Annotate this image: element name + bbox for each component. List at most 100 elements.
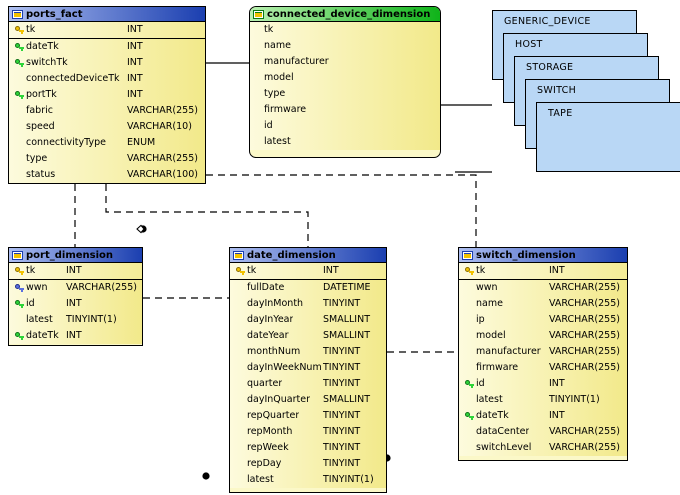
- field-row[interactable]: name: [250, 38, 440, 54]
- device-type-box[interactable]: TAPE: [536, 102, 680, 172]
- field-row[interactable]: firmware: [250, 102, 440, 118]
- no-key-spacer: [253, 74, 262, 83]
- device-type-label: STORAGE: [526, 62, 574, 73]
- entity-header[interactable]: connected_device_dimension: [250, 7, 440, 22]
- no-key-spacer: [236, 316, 245, 325]
- field-key-cell: [462, 316, 476, 325]
- field-name: dayInWeekNum: [247, 362, 322, 373]
- primary-key-icon: [14, 266, 24, 276]
- field-row[interactable]: latest: [250, 134, 440, 150]
- entity-title: ports_fact: [26, 8, 83, 20]
- field-name: wwn: [476, 282, 498, 293]
- field-type: INT: [127, 89, 143, 100]
- no-key-spacer: [236, 364, 245, 373]
- field-key-cell: [462, 266, 476, 276]
- field-name: type: [26, 153, 48, 164]
- field-type: INT: [66, 298, 82, 309]
- relationship-line[interactable]: [105, 184, 309, 247]
- field-type: SMALLINT: [323, 394, 371, 405]
- entity-header[interactable]: date_dimension: [230, 248, 386, 263]
- entity-title: date_dimension: [247, 249, 336, 261]
- table-icon: [233, 250, 244, 260]
- device-type-label: HOST: [515, 39, 543, 50]
- field-type: TINYINT: [323, 458, 361, 469]
- field-type: VARCHAR(255): [66, 282, 137, 293]
- no-key-spacer: [236, 396, 245, 405]
- field-key-cell: [12, 75, 26, 84]
- no-key-spacer: [236, 300, 245, 309]
- field-row[interactable]: manufacturer: [250, 54, 440, 70]
- field-row[interactable]: wwn VARCHAR(255): [9, 280, 142, 296]
- device-type-label: GENERIC_DEVICE: [504, 16, 591, 27]
- primary-key-icon: [235, 266, 245, 276]
- field-row[interactable]: tk: [250, 22, 440, 38]
- entity-header[interactable]: ports_fact: [9, 7, 205, 22]
- field-key-cell: [233, 266, 247, 276]
- relationship-line[interactable]: [206, 174, 477, 247]
- entity-header[interactable]: switch_dimension: [459, 248, 627, 263]
- field-name: model: [264, 72, 294, 83]
- no-key-spacer: [236, 284, 245, 293]
- no-key-spacer: [465, 428, 474, 437]
- field-name: wwn: [26, 282, 48, 293]
- field-key-cell: [12, 25, 26, 35]
- field-key-cell: [233, 396, 247, 405]
- field-row[interactable]: model: [250, 70, 440, 86]
- field-row[interactable]: id: [250, 118, 440, 134]
- field-row[interactable]: type: [250, 86, 440, 102]
- field-name: id: [264, 120, 273, 131]
- entity-header[interactable]: port_dimension: [9, 248, 142, 263]
- no-key-spacer: [465, 284, 474, 293]
- index-key-icon: [14, 42, 24, 52]
- field-name: tk: [247, 265, 257, 276]
